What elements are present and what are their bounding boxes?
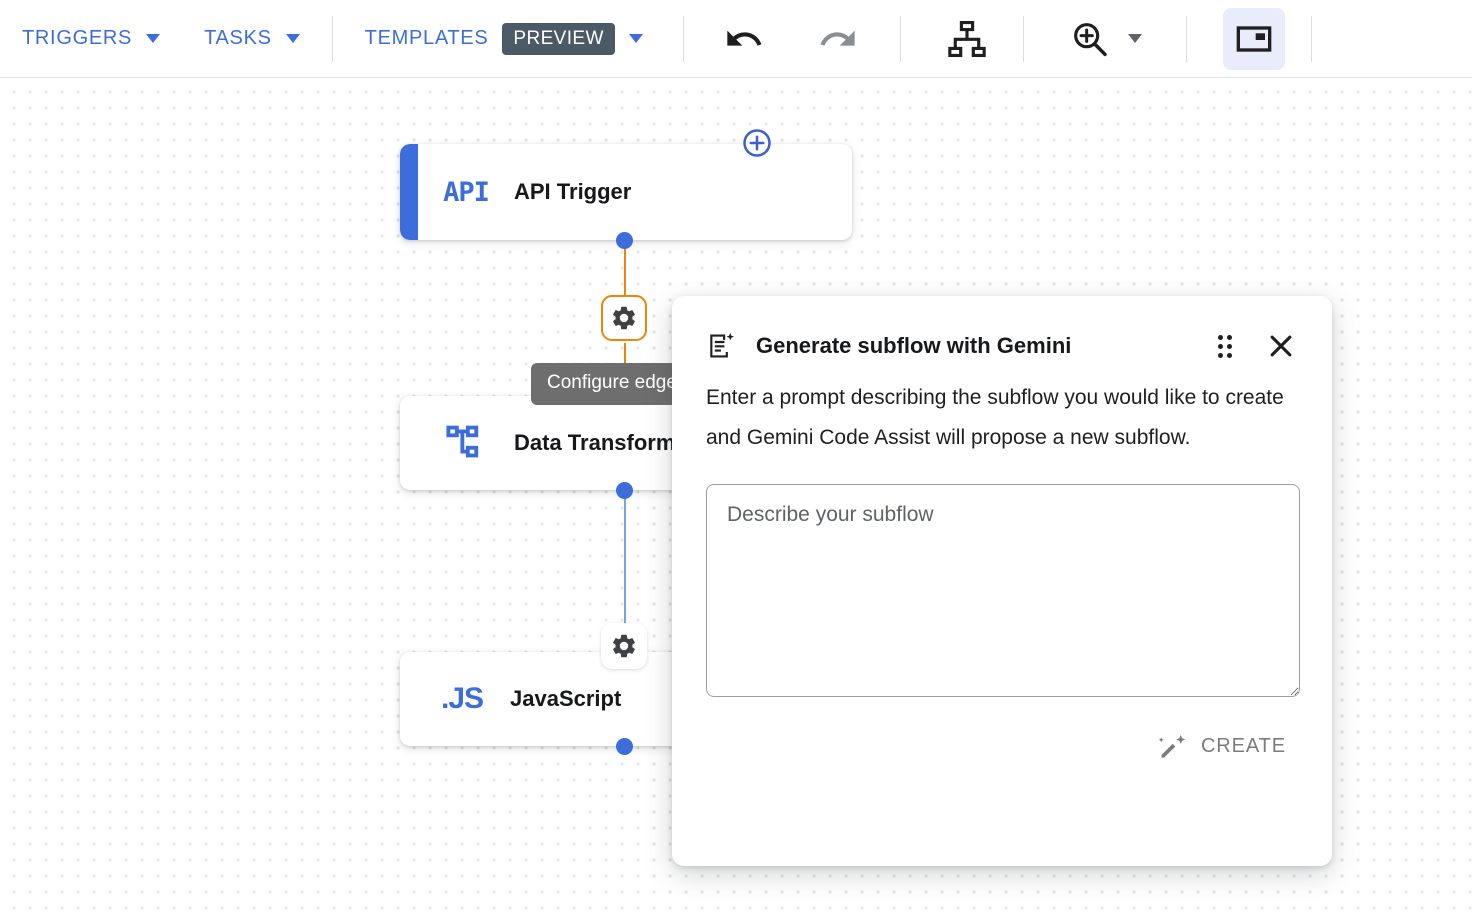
create-button[interactable]: CREATE: [1145, 721, 1298, 771]
edge-transformer-to-js-line: [624, 490, 626, 612]
js-icon-text: .JS: [440, 682, 484, 715]
node-accent-bar: [400, 144, 418, 240]
templates-menu-button[interactable]: TEMPLATES PREVIEW: [343, 15, 665, 63]
node-api-trigger[interactable]: API API Trigger: [400, 144, 852, 240]
drag-dot: [1227, 343, 1232, 349]
close-dialog-button[interactable]: [1264, 329, 1298, 363]
generate-doc-sparkle-icon: [710, 332, 734, 358]
chevron-down-icon: [1127, 34, 1142, 43]
chevron-down-icon: [285, 34, 300, 43]
preview-badge: PREVIEW: [502, 22, 615, 55]
generate-subflow-dialog: Generate subflow with Gemini Enter a pro…: [672, 296, 1332, 866]
top-toolbar: TRIGGERS TASKS TEMPLATES PREVIEW: [0, 0, 1472, 78]
minimap-toggle-button[interactable]: [1222, 7, 1285, 70]
chevron-down-icon: [628, 34, 643, 43]
add-node-button[interactable]: [742, 128, 772, 158]
subflow-prompt-textarea[interactable]: [706, 484, 1300, 697]
configure-edge-button-1[interactable]: [601, 295, 647, 341]
redo-icon: [820, 30, 855, 46]
drag-handle-icon[interactable]: [1212, 331, 1238, 361]
node-output-port[interactable]: [616, 482, 633, 499]
auto-layout-button[interactable]: [939, 11, 995, 67]
add-circle-icon: [743, 129, 771, 157]
toolbar-divider: [1022, 15, 1024, 62]
close-icon: [1270, 335, 1292, 357]
drag-dot: [1218, 343, 1223, 349]
tooltip-configure-edge: Configure edge: [531, 363, 693, 405]
zoom-menu-button[interactable]: [1048, 15, 1164, 63]
templates-menu-label: TEMPLATES: [364, 27, 489, 49]
redo-button[interactable]: [810, 11, 866, 67]
toolbar-divider: [682, 15, 684, 62]
toolbar-divider: [899, 15, 901, 62]
javascript-icon: .JS: [414, 682, 510, 716]
drag-dot: [1227, 334, 1232, 340]
api-icon: API: [418, 177, 514, 208]
tasks-menu-label: TASKS: [204, 27, 272, 49]
chevron-down-icon: [146, 34, 161, 43]
undo-icon: [727, 30, 762, 46]
toolbar-divider: [331, 15, 333, 62]
account-tree-icon: [948, 20, 986, 57]
gear-icon: [613, 306, 635, 330]
picture-in-picture-icon: [1236, 25, 1272, 52]
triggers-menu-button[interactable]: TRIGGERS: [0, 15, 182, 63]
edge-transformer-to-js-line: [624, 584, 626, 646]
history-button-group: [716, 11, 866, 67]
toolbar-divider: [1185, 15, 1187, 62]
schema-icon: [418, 421, 514, 465]
tooltip-text: Configure edge: [547, 372, 677, 393]
dialog-footer: CREATE: [706, 721, 1298, 771]
node-label: Data Transformer: [514, 430, 697, 455]
triggers-menu-label: TRIGGERS: [22, 27, 133, 49]
configure-edge-button-2[interactable]: [601, 623, 647, 669]
dialog-description: Enter a prompt describing the subflow yo…: [706, 386, 1284, 449]
magic-wand-icon: [1158, 735, 1186, 758]
undo-button[interactable]: [716, 11, 772, 67]
drag-dot: [1218, 334, 1223, 340]
node-output-port[interactable]: [616, 232, 633, 249]
edge-api-to-transformer-line: [624, 240, 626, 314]
create-button-label: CREATE: [1200, 734, 1286, 757]
schema-icon-glyph: [446, 425, 479, 458]
node-label: API Trigger: [514, 179, 632, 204]
tasks-menu-button[interactable]: TASKS: [182, 15, 322, 63]
drag-dot: [1218, 352, 1223, 358]
api-icon-text: API: [443, 176, 490, 208]
node-output-port[interactable]: [616, 738, 633, 755]
node-label: JavaScript: [510, 686, 622, 711]
dialog-header: Generate subflow with Gemini: [706, 296, 1298, 374]
dialog-title: Generate subflow with Gemini: [756, 333, 1072, 358]
toolbar-divider: [1310, 15, 1312, 62]
gear-icon: [613, 634, 635, 658]
zoom-in-icon: [1073, 22, 1107, 56]
drag-dot: [1227, 352, 1232, 358]
